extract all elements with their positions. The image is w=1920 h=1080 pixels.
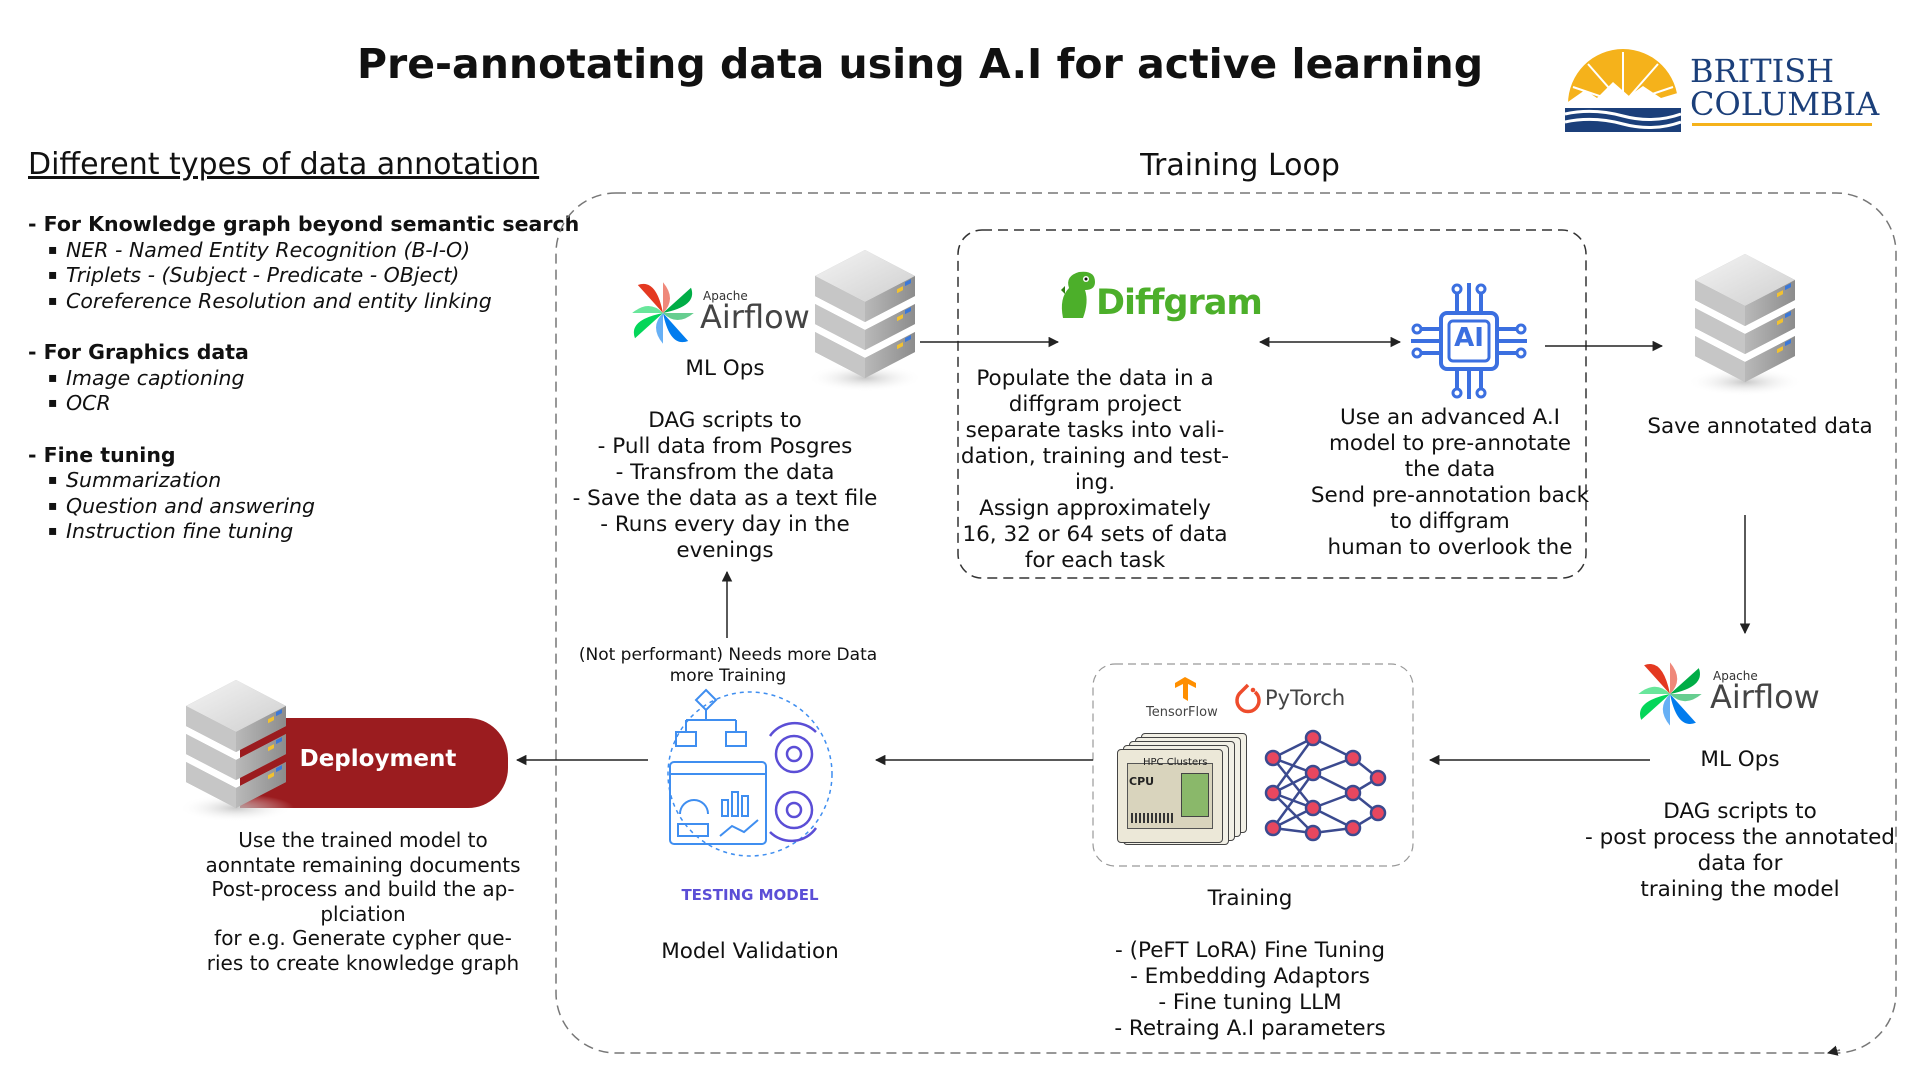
desc-line: - Pull data from Posgres: [597, 434, 853, 459]
tensorflow-label: TensorFlow: [1146, 705, 1218, 720]
desc-line: - (PeFT LoRA) Fine Tuning: [1115, 938, 1385, 963]
airflow-pinwheel-icon: [632, 282, 694, 344]
diffgram-desc: Populate the data in a diffgram project …: [955, 366, 1235, 574]
pytorch-label: PyTorch: [1265, 686, 1346, 710]
server-icon: [1687, 254, 1803, 396]
desc-line: Use the trained model to: [238, 828, 488, 852]
ai-chip-label: AI: [1454, 323, 1484, 353]
desc-line: - Save the data as a text file: [572, 486, 878, 511]
desc-line: training the model: [1640, 877, 1840, 902]
pytorch-icon: [1235, 683, 1261, 714]
validation-note: (Not performant) Needs more Data more Tr…: [578, 645, 878, 687]
desc-line: for each task: [1024, 548, 1166, 573]
training-desc: - (PeFT LoRA) Fine Tuning - Embedding Ad…: [1090, 938, 1410, 1042]
bc-logo-underline: [1692, 123, 1872, 126]
diffgram-logo-text: Diffgram: [1096, 283, 1263, 323]
page-title: Pre-annotating data using A.I for active…: [356, 40, 1484, 88]
annotation-group-label: - Fine tuning: [28, 442, 176, 467]
annotation-item: Triplets - (Subject - Predicate - OBject…: [28, 263, 579, 289]
desc-line: Post-process and build the ap-: [211, 877, 515, 901]
desc-line: - Retraing A.I parameters: [1114, 1016, 1386, 1041]
desc-line: aonntate remaining documents: [205, 852, 521, 877]
desc-line: human to overlook the: [1327, 535, 1573, 560]
annotation-item: Image captioning: [28, 366, 579, 392]
ai-model-desc: Use an advanced A.I model to pre-annotat…: [1310, 405, 1590, 561]
airflow-pinwheel-icon: [1638, 662, 1702, 726]
deployment-desc: Use the trained model to aonntate remain…: [198, 828, 528, 975]
deployment-label: Deployment: [299, 746, 457, 772]
server-icon: [178, 680, 294, 822]
annotation-item: OCR: [28, 391, 579, 417]
desc-line: Send pre-annotation back: [1310, 483, 1590, 508]
annotation-item: Question and answering: [28, 494, 579, 520]
diffgram-dino-icon: [1061, 271, 1095, 318]
model-validation-label: Model Validation: [661, 939, 839, 964]
desc-line: Use an advanced A.I: [1339, 405, 1561, 430]
desc-line: to diffgram: [1390, 509, 1510, 534]
desc-line: separate tasks into vali-: [965, 418, 1225, 443]
training-stage-border: [1092, 663, 1414, 867]
desc-line: - Embedding Adaptors: [1130, 964, 1370, 989]
desc-line: - post process the annotated: [1585, 825, 1895, 850]
desc-line: data for: [1697, 851, 1783, 876]
annotation-stage-border: [957, 229, 1587, 579]
hpc-label: HPC Clusters: [1143, 757, 1208, 768]
tensorflow-icon: [1175, 677, 1196, 701]
annotation-item: Coreference Resolution and entity linkin…: [28, 289, 579, 315]
training-label: Training: [1207, 886, 1293, 911]
desc-line: diffgram project: [1008, 392, 1182, 417]
airflow-logo-text: Airflow: [700, 298, 810, 336]
annotation-item: Instruction fine tuning: [28, 519, 579, 545]
desc-line: Populate the data in a: [976, 366, 1214, 391]
airflow-apache-label: Apache: [1713, 669, 1758, 683]
training-loop-label: Training Loop: [1140, 148, 1340, 183]
bc-logo-icon: [1563, 42, 1683, 132]
desc-line: plciation: [320, 901, 406, 926]
desc-line: - Runs every day in the evenings: [600, 512, 850, 563]
annotation-item: NER - Named Entity Recognition (B-I-O): [28, 238, 579, 264]
annotation-item: Summarization: [28, 468, 579, 494]
airflow-right-label: ML Ops: [1700, 747, 1780, 772]
airflow-top-desc: DAG scripts to - Pull data from Posgres …: [550, 408, 900, 564]
airflow-apache-label: Apache: [703, 289, 748, 303]
desc-line: Assign approximately: [979, 496, 1211, 521]
airflow-right-desc: DAG scripts to - post process the annota…: [1580, 799, 1900, 903]
annotation-group-label: - For Graphics data: [28, 340, 249, 364]
desc-line: - Fine tuning LLM: [1158, 990, 1342, 1015]
desc-line: model to pre-annotate: [1328, 431, 1572, 456]
annotation-group-label: - For Knowledge graph beyond semantic se…: [28, 212, 580, 236]
bc-logo-line1: BRITISH: [1690, 52, 1835, 90]
hpc-cluster-icon: [1117, 733, 1247, 845]
annotation-types-heading: Different types of data annotation: [28, 147, 540, 182]
note-line: more Training: [669, 666, 787, 686]
bc-logo-line2: COLUMBIA: [1690, 85, 1880, 123]
desc-line: 16, 32 or 64 sets of data: [962, 522, 1228, 547]
airflow-top-label: ML Ops: [685, 356, 765, 381]
desc-line: for e.g. Generate cypher que-: [214, 926, 512, 950]
note-line: (Not performant) Needs more Data: [578, 645, 878, 665]
testing-model-icon: [667, 688, 833, 857]
desc-line: ing.: [1074, 470, 1116, 495]
airflow-logo-text: Airflow: [1710, 678, 1820, 716]
training-loop-border: [555, 192, 1897, 1054]
annotation-types-list: - For Knowledge graph beyond semantic se…: [28, 212, 579, 545]
desc-line: - Transfrom the data: [615, 460, 835, 485]
desc-line: dation, training and test-: [960, 444, 1230, 469]
cpu-label: CPU: [1129, 775, 1155, 788]
desc-line: ries to create knowledge graph: [206, 950, 520, 975]
testing-model-badge: TESTING MODEL: [681, 886, 819, 904]
neural-network-icon: [1264, 729, 1387, 842]
desc-line: the data: [1404, 457, 1496, 482]
ai-chip-icon: [1411, 283, 1527, 399]
desc-line: DAG scripts to: [1663, 799, 1817, 824]
desc-line: DAG scripts to: [648, 408, 802, 433]
save-annotated-label: Save annotated data: [1647, 414, 1873, 439]
